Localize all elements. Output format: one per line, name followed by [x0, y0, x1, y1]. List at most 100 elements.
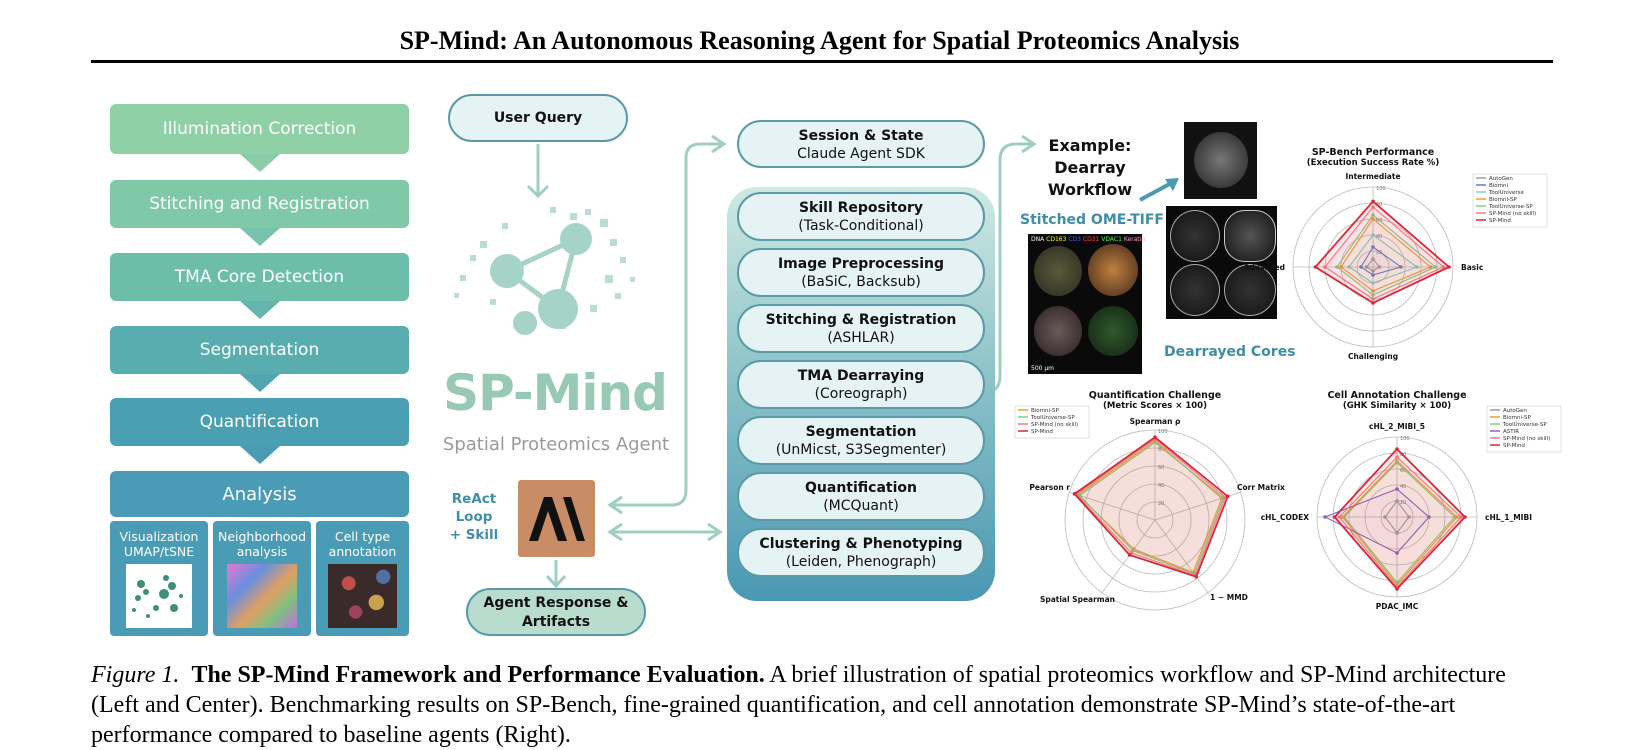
axis-label: cHL_1_MIBI	[1485, 513, 1532, 522]
data-point	[1395, 487, 1399, 491]
radar-charts: SP-Bench Performance(Execution Success R…	[1014, 147, 1562, 611]
data-point	[1371, 301, 1375, 305]
data-point	[1371, 199, 1375, 204]
skill-sub: (Task-Conditional)	[798, 218, 924, 234]
skill-sub: (ASHLAR)	[827, 330, 895, 346]
umap-thumbnail	[126, 564, 192, 628]
data-point	[1407, 515, 1411, 519]
data-point	[1371, 233, 1375, 237]
legend-entry: Biomni-SP	[1503, 415, 1532, 421]
anthropic-logo-icon	[518, 480, 595, 557]
skill-item: Image Preprocessing(BaSiC, Backsub)	[737, 248, 985, 297]
neighborhood-thumbnail	[227, 564, 297, 628]
data-point	[1433, 265, 1438, 269]
data-point	[1383, 515, 1387, 519]
axis-label: 1 − MMD	[1210, 593, 1248, 602]
legend-entry: SP-Mind (no skill)	[1503, 436, 1550, 442]
data-point	[1377, 265, 1382, 269]
chart-subtitle: (GHK Similarity × 100)	[1343, 401, 1451, 411]
session-state-box: Session & State Claude Agent SDK	[737, 120, 985, 168]
skill-item: TMA Dearraying(Coreograph)	[737, 360, 985, 409]
legend-entry: AutoGen	[1489, 176, 1513, 182]
data-point	[1395, 460, 1399, 465]
example-arrow-icon	[1139, 178, 1179, 202]
tma-core-image	[1184, 122, 1257, 199]
sub-celltype-l2: annotation	[328, 544, 397, 559]
legend-entry: ToolUniverse-SP	[1488, 204, 1533, 210]
chart-title: SP-Bench Performance	[1312, 147, 1434, 158]
workflow-arrow-icon	[240, 446, 280, 464]
title-rule	[91, 60, 1553, 63]
legend-entry: SP-Mind (no skill)	[1031, 422, 1078, 428]
skill-title: Skill Repository	[798, 200, 924, 216]
session-title: Session & State	[798, 128, 924, 144]
data-point	[1339, 265, 1343, 269]
paper-title: SP-Mind: An Autonomous Reasoning Agent f…	[399, 26, 1240, 55]
skill-item: Skill Repository (Task-Conditional)	[737, 192, 985, 241]
data-point	[1441, 265, 1446, 269]
logo-wordmark: SP-Mind	[443, 364, 668, 422]
skill-item: Segmentation(UnMicst, S3Segmenter)	[737, 416, 985, 465]
skill-title: Quantification	[805, 480, 917, 496]
legend-entry: Biomni	[1489, 183, 1509, 189]
sub-neighborhood-l2: analysis	[236, 544, 288, 559]
data-point	[1395, 551, 1399, 555]
data-point	[1323, 515, 1327, 519]
data-point	[1395, 455, 1399, 459]
axis-label: Advanced	[1244, 263, 1285, 272]
legend-box	[1472, 173, 1548, 228]
skill-title: Stitching & Registration	[765, 312, 957, 328]
workflow-arrow-icon	[240, 301, 280, 319]
legend-entry: ToolUniverse-SP	[1030, 415, 1075, 421]
axis-label: PDAC_IMC	[1376, 602, 1419, 611]
tick-label: 20	[1158, 501, 1164, 507]
series-line	[1078, 441, 1225, 575]
data-point	[1428, 265, 1433, 269]
data-point	[1452, 515, 1457, 519]
axis-label: Corr Matrix	[1237, 483, 1285, 492]
tick-label: 100	[1376, 186, 1386, 192]
data-point	[1395, 447, 1399, 451]
sub-visualization-l2: UMAP/tSNE	[123, 544, 195, 559]
example-l2: Dearray Workflow	[1047, 158, 1133, 199]
stitched-label: Stitched OME-TIFF	[1020, 212, 1164, 228]
figure-caption: Figure 1. The SP-Mind Framework and Perf…	[91, 660, 1553, 750]
data-point	[1395, 580, 1399, 585]
data-point	[1371, 273, 1375, 277]
axis-label: Pearson r	[1029, 483, 1070, 492]
data-point	[1194, 574, 1199, 579]
data-point	[1153, 435, 1157, 440]
session-sub: Claude Agent SDK	[797, 146, 925, 162]
sub-neighborhood-l1: Neighborhood	[217, 529, 307, 544]
example-l1: Example:	[1048, 136, 1132, 155]
skill-title: Segmentation	[805, 424, 917, 440]
tick-label: 60	[1158, 465, 1164, 471]
skill-sub: (MCQuant)	[823, 498, 899, 514]
axis-label: Basic	[1461, 263, 1483, 272]
tick-label: 60	[1376, 218, 1382, 224]
data-point	[1359, 265, 1363, 269]
skill-item: Clustering & Phenotyping(Leiden, Phenogr…	[737, 528, 985, 577]
legend-entry: ASTIR	[1503, 429, 1519, 435]
data-point	[1427, 515, 1431, 519]
data-point	[1225, 494, 1230, 499]
react-l1: ReAct	[451, 491, 497, 507]
channel-legend: DNA CD163 CD3 CD31 VDAC1 Keratin	[1031, 236, 1146, 243]
axis-label: Spatial Spearman	[1040, 595, 1115, 604]
tick-label: 80	[1376, 202, 1382, 208]
user-query-box: User Query	[448, 94, 628, 142]
axis-label: Intermediate	[1345, 172, 1400, 181]
data-point	[1323, 265, 1327, 269]
data-point	[1371, 245, 1375, 249]
data-point	[1459, 515, 1463, 519]
legend-entry: ToolUniverse	[1488, 190, 1524, 196]
data-point	[1371, 293, 1375, 297]
celltype-thumbnail	[328, 564, 397, 628]
sp-mind-logo	[440, 205, 670, 385]
workflow-arrow-icon	[240, 154, 280, 172]
agent-response-l1: Agent Response &	[483, 595, 629, 611]
connector-arrows	[526, 134, 1037, 589]
react-l2: Loop	[455, 509, 493, 525]
